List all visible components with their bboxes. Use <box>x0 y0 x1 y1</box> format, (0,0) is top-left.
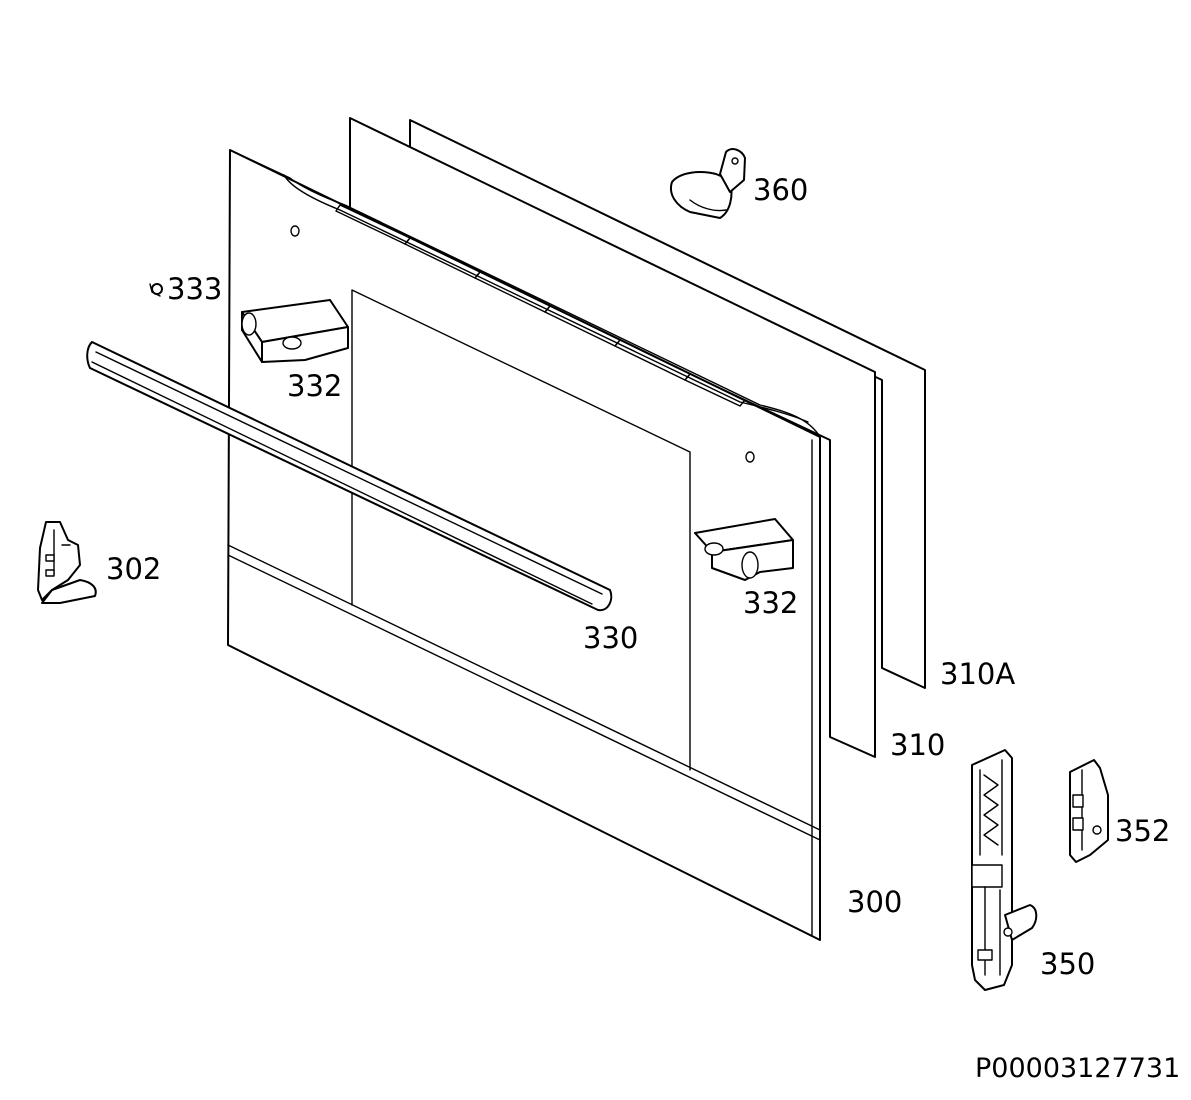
label-332-left: 332 <box>287 369 343 403</box>
hinge-cover-302 <box>37 521 97 604</box>
screw-333 <box>149 283 163 297</box>
top-vent-slots <box>335 204 746 407</box>
screw-hole-icon <box>290 225 300 237</box>
front-door-panel-300 <box>227 149 821 941</box>
hinge-bracket-332-right <box>694 518 794 581</box>
label-333: 333 <box>167 272 223 306</box>
label-352: 352 <box>1115 814 1171 848</box>
label-310a: 310A <box>940 657 1016 691</box>
label-310: 310 <box>890 728 946 762</box>
label-300: 300 <box>847 885 903 919</box>
drawing-code: P00003127731 <box>975 1053 1181 1084</box>
door-hinge-350 <box>971 749 1038 991</box>
label-302: 302 <box>106 552 162 586</box>
hinge-bracket-352 <box>1069 759 1109 863</box>
door-handle-330 <box>86 341 613 612</box>
label-330: 330 <box>583 621 639 655</box>
label-332-right: 332 <box>743 586 799 620</box>
hinge-bracket-332-left <box>241 299 349 363</box>
screw-hole-icon <box>745 451 755 463</box>
label-350: 350 <box>1040 947 1096 981</box>
label-360: 360 <box>753 173 809 207</box>
clip-360 <box>670 148 746 219</box>
